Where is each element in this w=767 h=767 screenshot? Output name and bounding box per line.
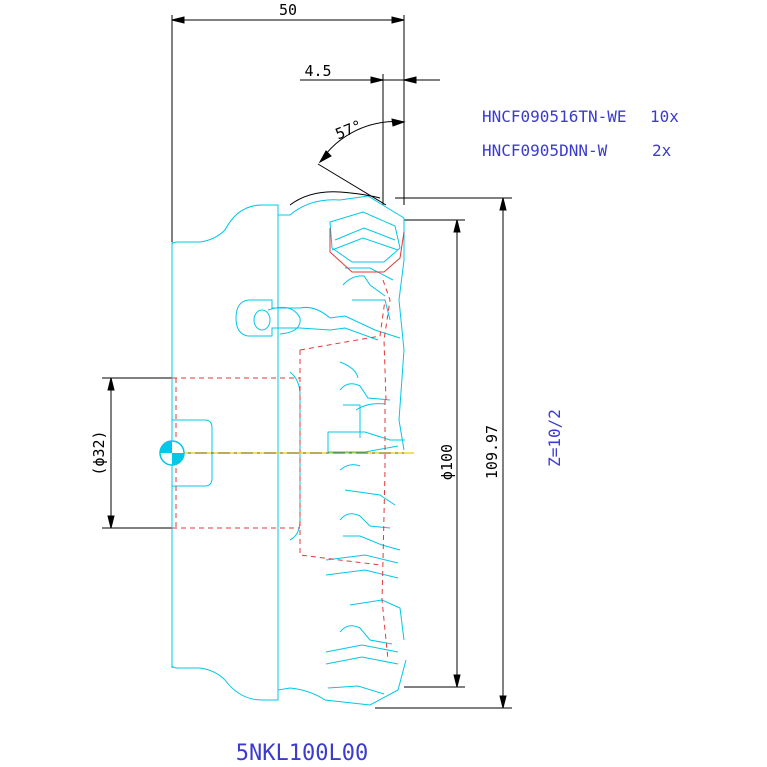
tool-name: 5NKL100L00 [236,741,368,766]
dim-width-total: 50 [279,1,297,19]
dimension-lines [102,15,512,709]
center-mark-icon [159,440,185,466]
cutter-body-outline [171,191,407,706]
dim-angle: 57° [333,116,365,143]
dim-diameter-outer: 109.97 [483,425,501,479]
insert-code-1: HNCF090516TN-WE [482,107,627,126]
teeth-note: Z=10/2 [545,409,564,467]
insert-qty-1: 10x [650,107,679,126]
dim-diameter-bore: (ϕ32) [90,430,108,475]
hidden-lines [172,279,391,661]
insert-qty-2: 2x [652,141,672,160]
insert-code-2: HNCF0905DNN-W [482,141,608,160]
dim-diameter-cutter: ϕ100 [438,444,456,480]
insert-contour [329,228,405,273]
dim-offset-top: 4.5 [304,62,331,80]
